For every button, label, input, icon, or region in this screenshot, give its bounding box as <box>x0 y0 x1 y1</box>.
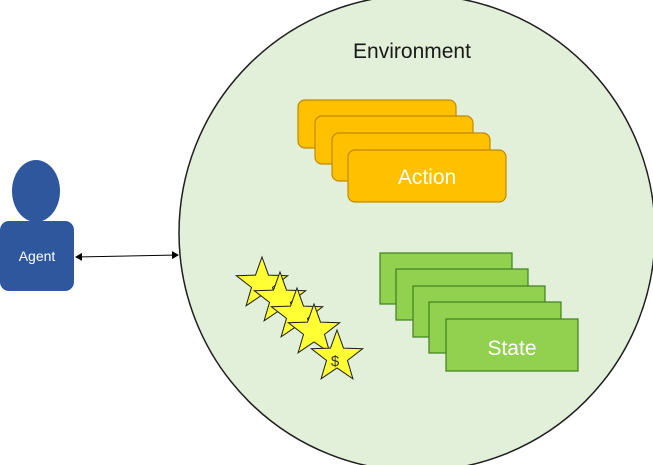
action-label: Action <box>398 166 456 189</box>
agent-head <box>12 160 60 222</box>
reward-star <box>286 302 342 354</box>
action-stack: Action <box>297 99 507 203</box>
interaction-arrow <box>75 251 179 261</box>
reward-stars <box>234 255 365 380</box>
reward-star <box>309 328 365 380</box>
agent-figure: Agent <box>0 160 74 291</box>
state-card <box>445 318 579 372</box>
agent-body <box>0 221 74 291</box>
environment-circle <box>178 0 653 465</box>
state-label: State <box>487 337 536 360</box>
agent-label: Agent <box>19 248 56 264</box>
action-card <box>347 149 507 203</box>
reward-symbol: $ <box>331 353 340 370</box>
environment-label: Environment <box>353 40 471 63</box>
state-stack: State <box>379 252 579 372</box>
